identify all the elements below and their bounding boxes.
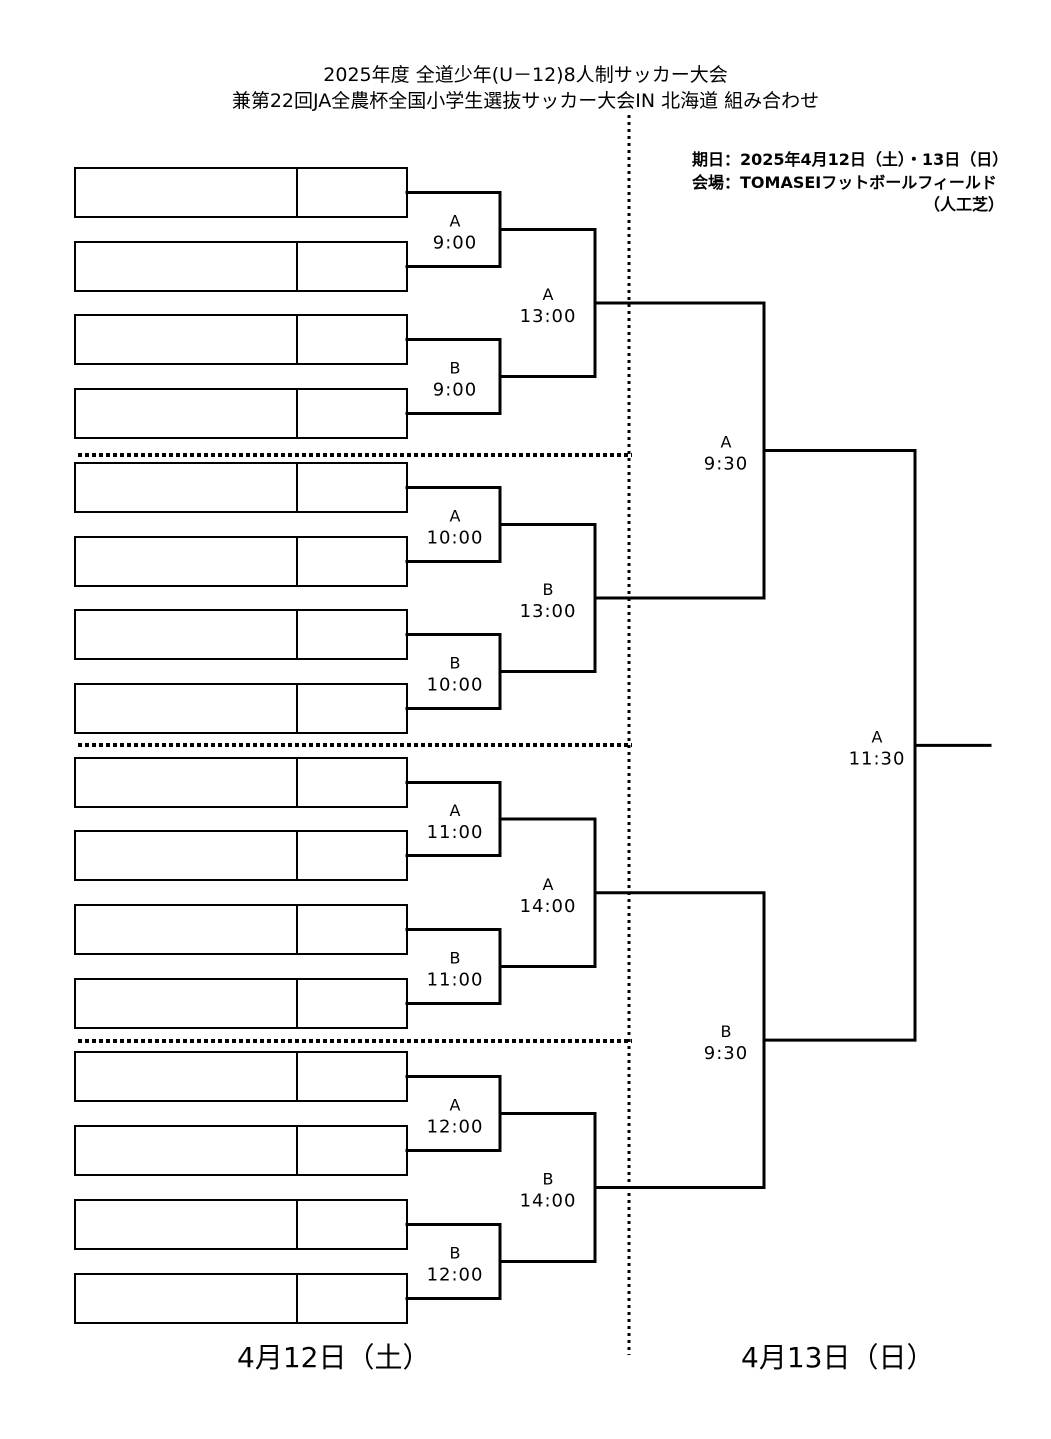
match-court-label: B bbox=[450, 1244, 461, 1263]
match-court-label: A bbox=[543, 875, 554, 894]
team-slot-box bbox=[74, 1051, 408, 1102]
team-slot-box bbox=[74, 1199, 408, 1250]
day-label-day2: 4月13日（日） bbox=[741, 1341, 935, 1374]
match-time-label: 9:30 bbox=[704, 1043, 748, 1064]
title-line-1: 2025年度 全道少年(U－12)8人制サッカー大会 bbox=[323, 64, 728, 86]
event-date: 期日：2025年4月12日（土）・13日（日） bbox=[692, 150, 1009, 169]
match-time-label: 10:00 bbox=[427, 528, 484, 549]
match-time-label: 9:00 bbox=[433, 233, 477, 254]
match-time-label: 12:00 bbox=[427, 1117, 484, 1138]
match-court-label: B bbox=[721, 1022, 732, 1041]
match-court-label: A bbox=[450, 212, 461, 231]
team-slot-box bbox=[74, 683, 408, 734]
team-slot-box bbox=[74, 757, 408, 808]
team-slot-box bbox=[74, 609, 408, 660]
venue-note: （人工芝） bbox=[924, 195, 1005, 214]
match-court-label: A bbox=[450, 507, 461, 526]
match-time-label: 11:30 bbox=[849, 748, 906, 769]
team-slot-box bbox=[74, 241, 408, 292]
team-slot-box bbox=[74, 830, 408, 881]
match-court-label: A bbox=[543, 285, 554, 304]
match-court-label: B bbox=[450, 359, 461, 378]
match-court-label: B bbox=[450, 654, 461, 673]
team-slot-box bbox=[74, 314, 408, 365]
dividers bbox=[78, 115, 632, 1355]
match-court-label: B bbox=[543, 580, 554, 599]
team-slots bbox=[74, 167, 408, 1324]
team-slot-box bbox=[74, 1273, 408, 1324]
match-court-label: A bbox=[721, 433, 732, 452]
team-slot-box bbox=[74, 978, 408, 1029]
match-time-label: 11:00 bbox=[427, 822, 484, 843]
match-court-label: A bbox=[450, 1096, 461, 1115]
match-court-label: A bbox=[872, 727, 883, 746]
bracket-lines bbox=[405, 191, 992, 1300]
match-court-label: A bbox=[450, 801, 461, 820]
event-venue: 会場：TOMASEIフットボールフィールド bbox=[692, 173, 997, 192]
match-time-label: 13:00 bbox=[520, 601, 577, 622]
match-time-label: 14:00 bbox=[520, 1191, 577, 1212]
bracket-connector bbox=[762, 449, 917, 1042]
match-time-label: 12:00 bbox=[427, 1265, 484, 1286]
team-slot-box bbox=[74, 167, 408, 218]
title-line-2: 兼第22回JA全農杯全国小学生選抜サッカー大会IN 北海道 組み合わせ bbox=[231, 90, 820, 112]
match-court-label: B bbox=[543, 1170, 554, 1189]
match-time-label: 9:30 bbox=[704, 454, 748, 475]
team-slot-box bbox=[74, 388, 408, 439]
match-time-label: 14:00 bbox=[520, 896, 577, 917]
match-time-label: 10:00 bbox=[427, 675, 484, 696]
match-court-label: B bbox=[450, 949, 461, 968]
team-slot-box bbox=[74, 536, 408, 587]
bracket-connector bbox=[593, 301, 766, 600]
team-slot-box bbox=[74, 1125, 408, 1176]
match-time-label: 9:00 bbox=[433, 380, 477, 401]
team-slot-box bbox=[74, 462, 408, 513]
match-time-label: 13:00 bbox=[520, 306, 577, 327]
day-label-day1: 4月12日（土） bbox=[237, 1341, 431, 1374]
match-time-label: 11:00 bbox=[427, 970, 484, 991]
team-slot-box bbox=[74, 904, 408, 955]
match-labels: A9:00B9:00A10:00B10:00A11:00B11:00A12:00… bbox=[427, 212, 906, 1286]
